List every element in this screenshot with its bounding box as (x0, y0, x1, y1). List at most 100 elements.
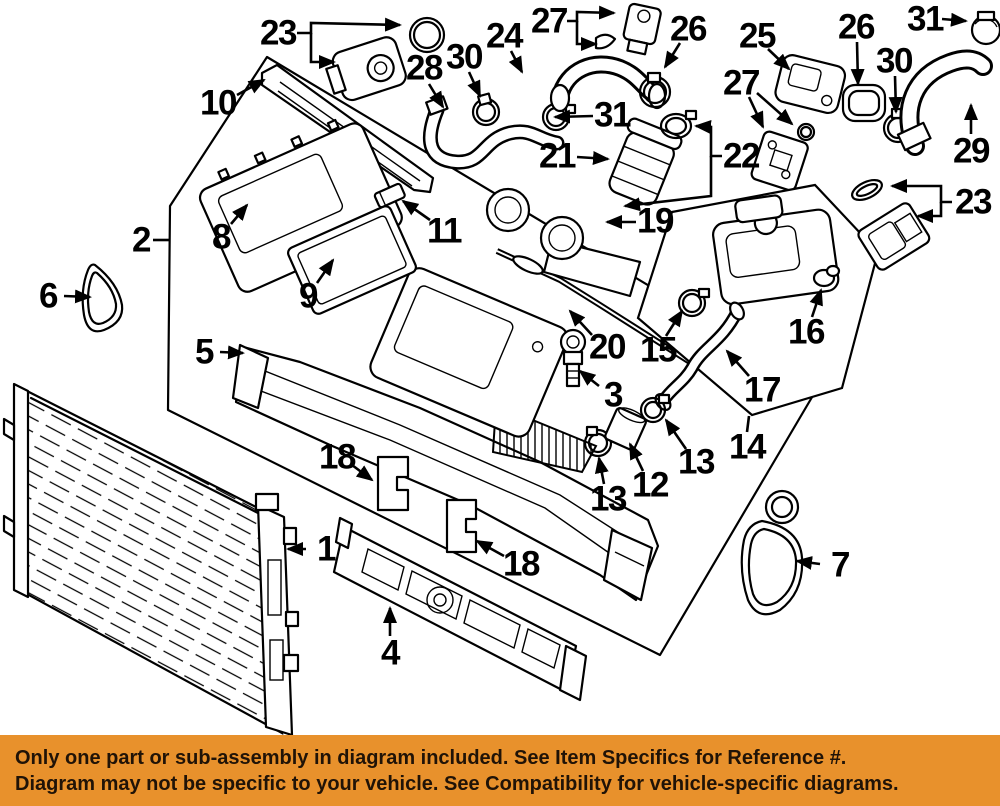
leader-27-11 (756, 92, 794, 126)
leader-9-22 (315, 258, 335, 284)
banner-line2: Diagram may not be specific to your vehi… (15, 772, 899, 795)
tube-12 (604, 407, 647, 451)
leader-3-27 (578, 369, 600, 388)
callout-12-31: 12 (632, 465, 669, 505)
breather-rod (495, 248, 695, 367)
leader-27-5 (567, 5, 616, 23)
leader-12-31 (628, 442, 645, 472)
leader-22-13 (623, 156, 713, 212)
engine-cover (712, 194, 840, 306)
callout-2-18: 2 (132, 220, 151, 260)
callout-9-22: 9 (299, 276, 318, 316)
bracket-27b (750, 130, 809, 192)
leader-13-30 (594, 456, 609, 485)
maf-gasket (851, 178, 883, 202)
coolant-housing (325, 36, 407, 102)
leader-21-16 (576, 151, 610, 166)
radiator-part (2, 382, 300, 735)
callout-11-20: 11 (427, 211, 463, 251)
o-ring-23 (408, 16, 446, 54)
leader-5-23 (219, 345, 245, 360)
airbox (369, 267, 569, 438)
callout-18-33: 18 (319, 437, 356, 477)
callout-28-2: 28 (406, 48, 443, 88)
clamp-22-target (659, 109, 698, 140)
callout-13-30: 13 (590, 479, 627, 519)
leader-24-4 (508, 50, 524, 74)
callout-8-19: 8 (212, 217, 231, 257)
leader-16-26 (809, 288, 823, 318)
pcv-valve (559, 328, 587, 388)
clip-27 (594, 33, 617, 50)
callout-24-4: 24 (486, 16, 523, 56)
callout-5-23: 5 (195, 332, 214, 372)
air-filter-tray (287, 205, 417, 315)
callout-17-28: 17 (744, 370, 781, 410)
callout-21-16: 21 (539, 136, 576, 176)
callout-30-10: 30 (876, 41, 913, 81)
leader-20-24 (568, 309, 593, 336)
leader-26-8 (850, 41, 865, 86)
callout-10-1: 10 (200, 83, 237, 123)
lock-carrier-part (332, 516, 588, 702)
leader-30-3 (467, 71, 482, 98)
leader-6-21 (63, 289, 92, 304)
callout-7-37: 7 (831, 545, 850, 585)
callout-16-26: 16 (788, 312, 825, 352)
intake-duct (608, 117, 683, 206)
callout-27-5: 27 (531, 1, 568, 41)
leader-23-0 (309, 33, 336, 69)
leader-7-37 (795, 555, 821, 570)
clamp-30a (471, 92, 501, 127)
leader-23-15 (890, 179, 952, 204)
callout-30-3: 30 (446, 37, 483, 77)
diagram-artwork (2, 2, 1000, 735)
callout-31-12: 31 (594, 95, 631, 135)
leader-14-29 (745, 415, 751, 433)
callout-27-11: 27 (723, 63, 760, 103)
callout-29-14: 29 (953, 131, 990, 171)
callout-26-6: 26 (670, 9, 707, 49)
clamp-26a (638, 71, 672, 109)
seal-7 (740, 489, 804, 616)
elbow-hose-29 (896, 49, 993, 156)
callout-14-29: 14 (729, 427, 766, 467)
callout-20-24: 20 (589, 327, 626, 367)
leader-lines (63, 5, 978, 636)
callout-26-8: 26 (838, 7, 875, 47)
leader-17-28 (725, 349, 750, 377)
callout-1-35: 1 (317, 529, 336, 569)
callout-23-15: 23 (955, 182, 992, 222)
pad-18a (376, 455, 410, 512)
callout-15-25: 15 (640, 330, 677, 370)
leader-27-5 (575, 21, 598, 51)
gasket-26b (841, 83, 887, 123)
leader-26-6 (663, 42, 682, 69)
pad-18b (445, 498, 478, 554)
leader-8-19 (230, 203, 249, 225)
callout-4-36: 4 (381, 633, 400, 673)
ring-27b (796, 122, 816, 142)
leader-25-7 (767, 48, 791, 71)
sensor-27-top (622, 2, 662, 56)
leader-31-9 (941, 12, 968, 27)
clamp-13a (583, 425, 613, 458)
callout-31-9: 31 (907, 0, 944, 39)
leader-22-13 (694, 120, 722, 158)
leader-30-10 (888, 75, 903, 114)
bracket-11 (373, 182, 406, 209)
banner-line1: Only one part or sub-assembly in diagram… (15, 746, 847, 769)
throttle-body (485, 187, 642, 298)
air-cleaner-housing (198, 118, 403, 293)
callout-25-7: 25 (739, 16, 776, 56)
disclaimer-banner: Only one part or sub-assembly in diagram… (0, 735, 1000, 806)
callout-23-0: 23 (260, 13, 297, 53)
leader-10-1 (236, 78, 266, 97)
housing-25 (774, 54, 847, 115)
clamp-13b (639, 393, 671, 424)
leader-11-20 (401, 199, 431, 222)
callout-6-21: 6 (39, 276, 58, 316)
callout-19-17: 19 (637, 201, 674, 241)
leader-18-33 (351, 463, 374, 482)
